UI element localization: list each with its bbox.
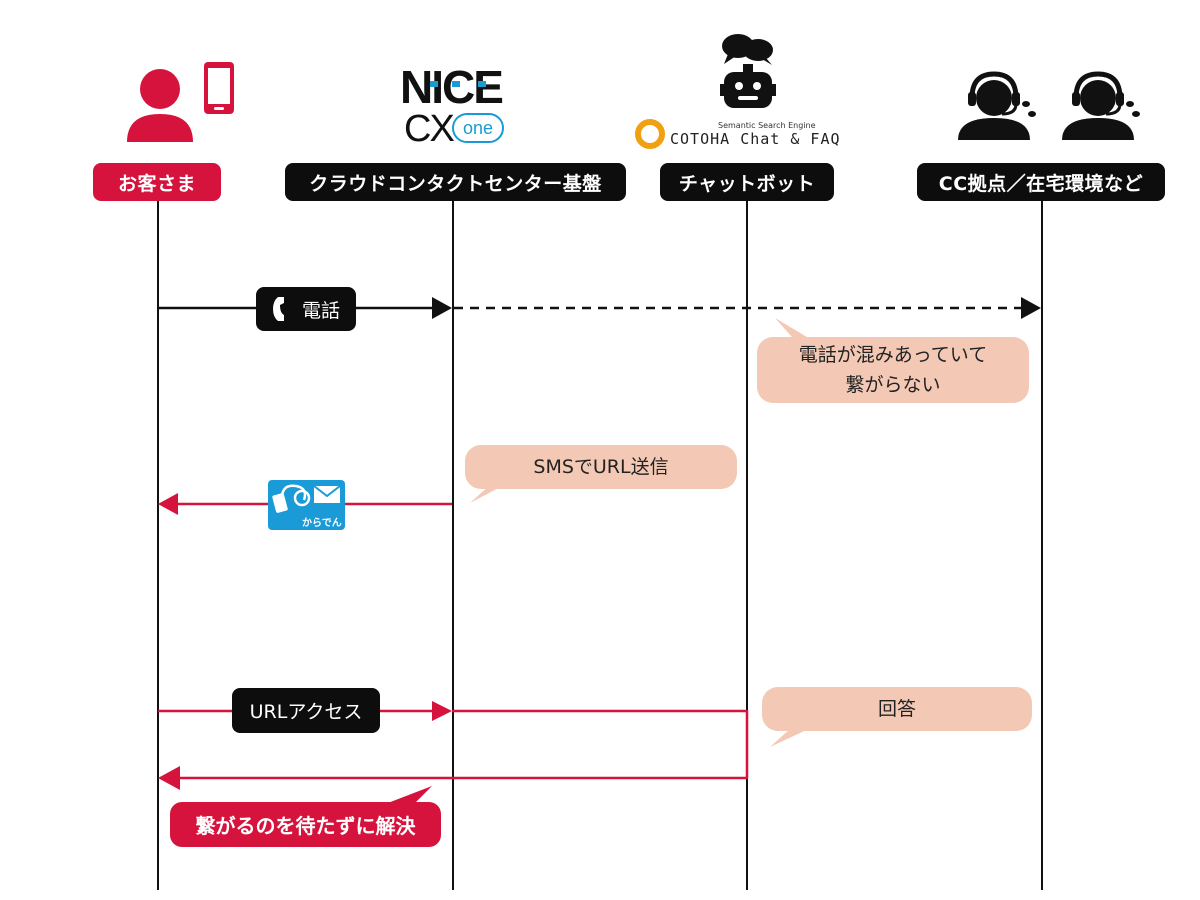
headset-operator-icon-2 [1062, 71, 1140, 140]
answer-bubble: 回答 [762, 687, 1032, 731]
chat-bubbles-icon [722, 34, 773, 65]
busy-bubble: 電話が混みあっていて 繋がらない [757, 337, 1029, 403]
sms-arrow-head [158, 493, 178, 515]
lifeline-cc [1041, 200, 1043, 890]
url-access-label-box: URLアクセス [232, 688, 380, 733]
lifeline-chatbot [746, 200, 748, 890]
cxone-logo-cloud: one [452, 113, 504, 143]
actor-label-cc: CC拠点／在宅環境など [917, 163, 1165, 201]
lifeline-platform [452, 200, 454, 890]
karaden-sms-icon: からでん [268, 480, 345, 530]
call-label-box: 電話 [256, 287, 356, 331]
cxone-logo-one: one [462, 117, 494, 138]
sms-bubble: SMSでURL送信 [465, 445, 737, 489]
karaden-phone-mail-icon [272, 484, 341, 513]
cxone-logo-cx: CX [404, 108, 455, 150]
url-access-head [432, 701, 452, 721]
robot-icon [720, 64, 776, 108]
forward-dashed-head [1021, 297, 1041, 319]
karaden-label: からでん [302, 518, 342, 529]
actor-label-platform: クラウドコンタクトセンター基盤 [285, 163, 626, 201]
answer-return-head [158, 766, 180, 790]
cotoha-name: COTOHA Chat & FAQ [670, 130, 841, 148]
headset-operator-icon [958, 71, 1036, 140]
result-label: 繋がるのを待たずに解決 [170, 802, 441, 847]
lifeline-customer [157, 200, 159, 890]
nice-logo-dots [430, 81, 492, 87]
smartphone-icon [204, 62, 234, 114]
cotoha-tagline: Semantic Search Engine [718, 121, 816, 130]
phone-handset-icon [272, 297, 284, 321]
actor-label-chatbot: チャットボット [660, 163, 834, 201]
nice-logo: NICE [400, 61, 504, 113]
call-label-text: 電話 [301, 299, 340, 322]
cotoha-ring-icon [635, 119, 665, 149]
actor-label-customer: お客さま [93, 163, 221, 201]
call-arrow-head [432, 297, 452, 319]
person-icon [127, 69, 193, 142]
